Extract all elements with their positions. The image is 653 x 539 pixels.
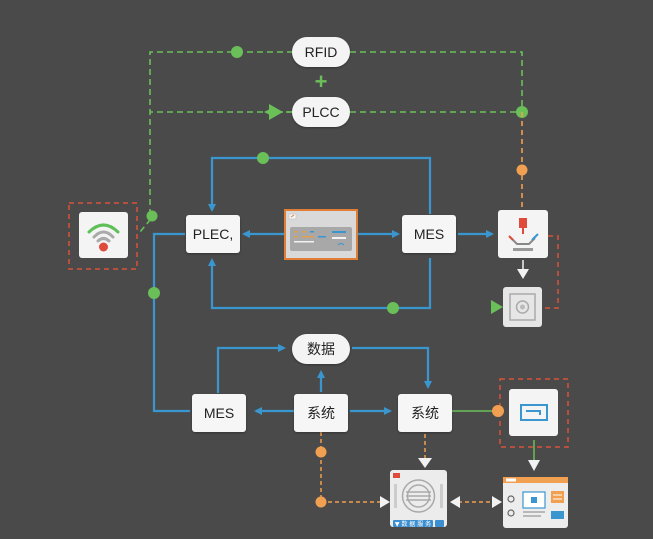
green-node-dot [146, 210, 158, 222]
orange-node-dot [315, 496, 327, 508]
robot-arm-icon [508, 218, 539, 251]
green-dashed-links [139, 51, 523, 233]
wifi-frame [68, 202, 138, 270]
green-node-dot [257, 152, 269, 164]
green-arrowhead [491, 300, 503, 314]
green-arrowhead [269, 104, 283, 120]
green-node-dot [148, 287, 160, 299]
server-tile[interactable]: ▼ 数 据 服 务 [390, 470, 447, 528]
wifi-tile[interactable] [79, 212, 128, 258]
server-fan-icon [393, 473, 443, 513]
node-mes-bottom[interactable]: MES [192, 394, 246, 432]
white-arrowhead [380, 496, 390, 508]
node-system-right[interactable]: 系统 [398, 394, 452, 432]
hmi-panel-icon [288, 213, 352, 251]
vault-tile[interactable] [503, 287, 542, 327]
white-arrowhead [418, 458, 432, 468]
node-rfid[interactable]: RFID [292, 37, 350, 67]
orange-dashed-link [320, 432, 382, 503]
monitor-tile[interactable] [509, 389, 558, 436]
robot-tile[interactable] [498, 210, 548, 258]
hmi-panel[interactable] [284, 209, 358, 260]
green-node-dot [231, 46, 243, 58]
orange-node-dot [492, 405, 504, 417]
vault-unit-icon [509, 293, 536, 321]
red-dashed-link [542, 235, 559, 309]
dashboard-screen-icon [503, 477, 568, 519]
white-arrowhead [492, 496, 502, 508]
plus-sign: + [315, 69, 328, 94]
white-arrowhead [517, 269, 529, 279]
node-mes-top[interactable]: MES [402, 215, 456, 253]
node-system-center[interactable]: 系统 [294, 394, 348, 432]
green-node-dot [387, 302, 399, 314]
server-badge: ▼ 数 据 服 务 [393, 520, 433, 528]
server-badge-tab [435, 520, 444, 527]
dashboard-tile[interactable] [503, 477, 568, 528]
white-arrowhead [450, 496, 460, 508]
blue-flow-lines [152, 156, 494, 415]
white-arrowhead [528, 460, 540, 471]
node-data[interactable]: 数据 [292, 334, 350, 364]
orange-node-dot [516, 164, 528, 176]
node-plec[interactable]: PLEC, [186, 215, 240, 253]
wifi-signal-icon [87, 223, 120, 252]
monitor-icon [520, 404, 548, 421]
orange-node-dot [315, 446, 327, 458]
node-plcc[interactable]: PLCC [292, 97, 350, 127]
